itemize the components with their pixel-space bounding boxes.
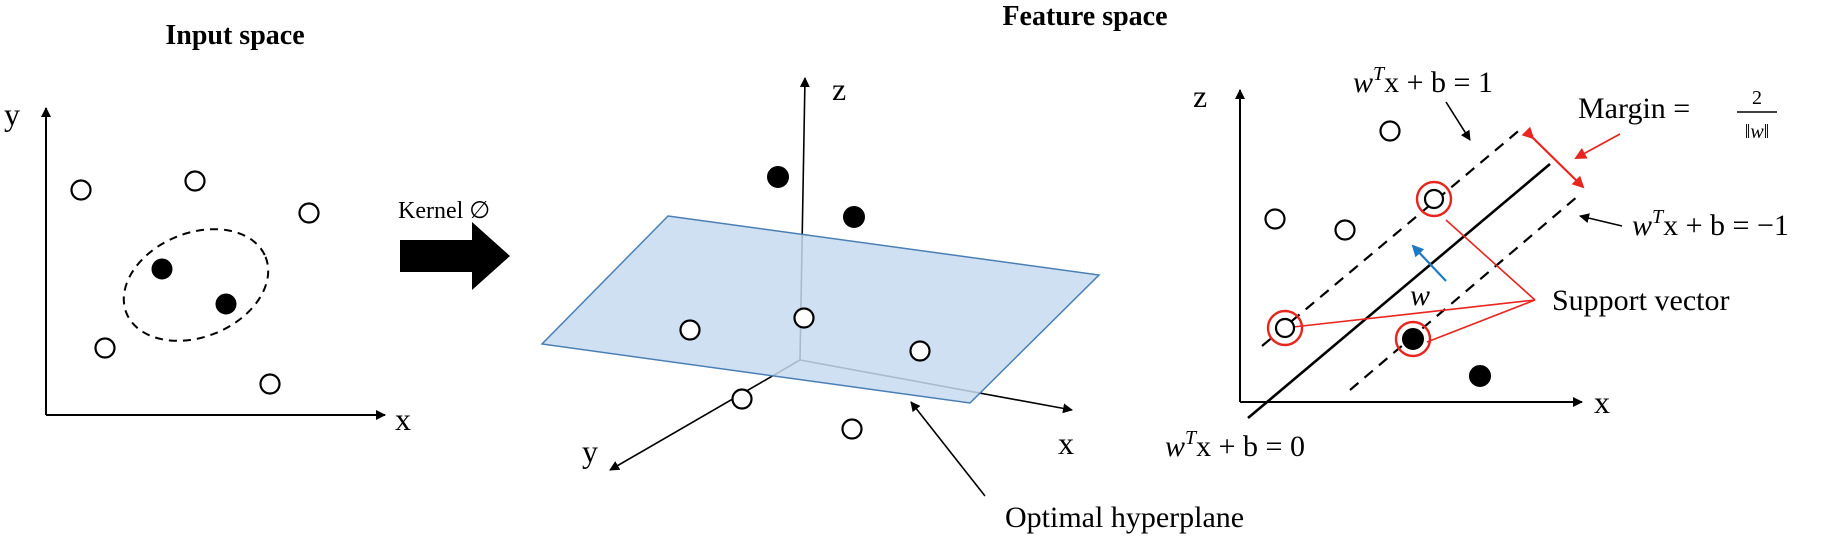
input-space-title: Input space (165, 20, 304, 51)
feature-space-title: Feature space (1002, 1, 1167, 32)
feature-axis-x-label: x (1058, 425, 1074, 461)
kernel-arrow-icon (400, 222, 510, 290)
filled-point (215, 293, 237, 315)
support-vector-label: Support vector (1552, 284, 1729, 317)
open-point (94, 337, 116, 359)
support-vector-ring (1415, 180, 1453, 218)
input-axis-y-label: y (4, 96, 20, 132)
lower-margin-equation: wTx + b = −1 (1632, 206, 1789, 242)
filled-point (843, 206, 865, 228)
open-point (731, 388, 753, 410)
open-point (1264, 208, 1286, 230)
optimal-hyperplane (540, 215, 1101, 404)
class-boundary-ellipse (122, 228, 270, 342)
open-point (909, 340, 931, 362)
support-vector-point (1402, 328, 1424, 350)
feature-space-panel: z x y Optimal hyperplane (540, 71, 1244, 534)
kernel-transform: Kernel ∅ (398, 198, 510, 290)
svm-axis-z-label: z (1193, 78, 1207, 114)
margin-numerator: 2 (1752, 87, 1762, 109)
filled-point (151, 258, 173, 280)
lower-margin-line (1349, 195, 1579, 391)
margin-arrow (1521, 126, 1585, 189)
filled-point (1469, 365, 1491, 387)
feature-axis-y-label: y (582, 433, 598, 469)
input-axis-x-label: x (395, 401, 411, 437)
decision-boundary-line (1247, 163, 1551, 419)
right-equation-pointer (1579, 213, 1623, 227)
kernel-label: Kernel ∅ (398, 198, 490, 224)
open-point (1379, 120, 1401, 142)
open-point (184, 170, 206, 192)
hyperplane-label: Optimal hyperplane (1005, 501, 1244, 534)
hyperplane-pointer-arrow (910, 401, 986, 497)
margin-pointer-arrow (1574, 133, 1621, 159)
feature-axis-z-label: z (832, 71, 846, 107)
open-point (70, 179, 92, 201)
open-point (298, 202, 320, 224)
support-vector-connectors (1292, 219, 1536, 343)
open-point (679, 319, 701, 341)
support-vector-point (1274, 317, 1296, 339)
upper-margin-equation: wTx + b = 1 (1353, 63, 1493, 99)
support-vector-point (1423, 188, 1445, 210)
margin-label: Margin = (1578, 92, 1690, 125)
w-label: w (1410, 279, 1430, 312)
decision-boundary-equation: wTx + b = 0 (1165, 427, 1305, 463)
input-space-panel: y x (4, 96, 411, 437)
support-vector-ring (1266, 309, 1304, 347)
w-vector-arrow (1411, 244, 1447, 282)
top-equation-pointer (1445, 101, 1471, 141)
margin-denominator: ‖w‖ (1745, 121, 1770, 143)
svm-panel: z x w wTx + (1165, 63, 1789, 463)
open-point (841, 418, 863, 440)
filled-point (767, 166, 789, 188)
open-point (793, 307, 815, 329)
open-point (1334, 219, 1356, 241)
feature-y-axis (609, 359, 801, 471)
open-point (259, 373, 281, 395)
svm-axis-x-label: x (1594, 384, 1610, 420)
upper-margin-line (1261, 127, 1523, 347)
support-vector-ring (1394, 320, 1432, 358)
